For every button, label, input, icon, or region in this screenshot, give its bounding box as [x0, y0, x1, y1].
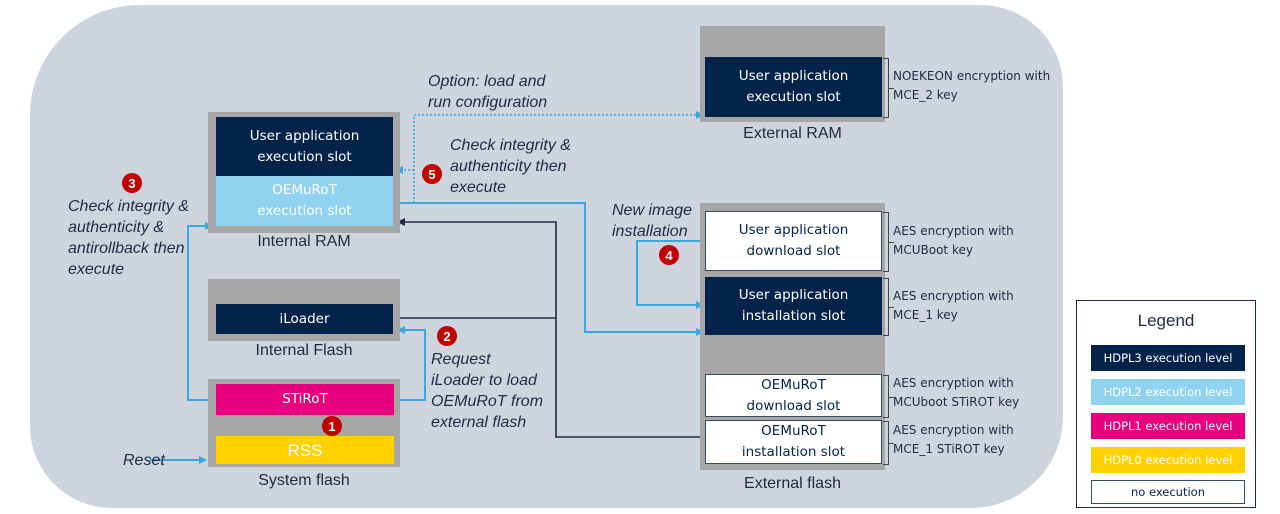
- arrow-option-external-ram: [413, 111, 704, 203]
- encryption-note-external-ram: NOEKEON encryption with MCE_2 key: [893, 69, 1051, 102]
- brace-user-install: [883, 278, 894, 336]
- arrow-stirot-to-iloader: [396, 326, 426, 401]
- legend-item-hdpl3: HDPL3 execution level: [1091, 345, 1245, 371]
- system-flash-label: System flash: [258, 472, 350, 489]
- step-badge-5: 5: [422, 164, 442, 184]
- iloader-slot: iLoader: [216, 304, 393, 334]
- legend: Legend HDPL3 execution level HDPL2 execu…: [1076, 300, 1256, 508]
- brace-oemurot-install: [883, 421, 894, 465]
- legend-item-no-execution: no execution: [1091, 480, 1245, 504]
- step-5-note: Check integrity & authenticity then exec…: [450, 137, 571, 196]
- internal-ram-user-exec-slot: User application execution slot: [216, 117, 393, 176]
- internal-ram-oemurot-exec-slot: OEMuRoT execution slot: [216, 176, 393, 226]
- step-3-note: Check integrity & authenticity & antirol…: [68, 198, 189, 278]
- oemurot-installation-slot: OEMuRoT installation slot: [705, 420, 882, 464]
- user-app-download-slot: User application download slot: [705, 211, 882, 271]
- arrow-stirot-to-oemurot: [187, 222, 216, 401]
- oemurot-download-slot: OEMuRoT download slot: [705, 374, 882, 417]
- line-oemurot-install-to-ram: [397, 218, 705, 438]
- legend-item-hdpl0: HDPL0 execution level: [1091, 447, 1245, 473]
- internal-ram-label: Internal RAM: [257, 233, 351, 250]
- step-badge-2: 2: [437, 326, 457, 346]
- stirot-slot: STiRoT: [216, 384, 394, 415]
- option-note: Option: load and run configuration: [428, 73, 548, 111]
- step-badge-3: 3: [122, 173, 142, 193]
- brace-user-download: [883, 212, 894, 272]
- arrow-oemurot-to-user-install: [393, 202, 704, 336]
- brace-oemurot-download: [883, 375, 894, 418]
- external-ram-user-exec-slot: User application execution slot: [705, 57, 882, 117]
- encryption-note-user-download: AES encryption with MCUBoot key: [893, 224, 1014, 257]
- legend-item-hdpl2: HDPL2 execution level: [1091, 379, 1245, 405]
- step-badge-4: 4: [659, 245, 679, 265]
- encryption-note-oemurot-download: AES encryption with MCUboot STiROT key: [893, 376, 1020, 409]
- rss-slot: RSS: [216, 436, 394, 464]
- step-badge-1: 1: [322, 416, 342, 436]
- arrow-download-to-install: [636, 240, 705, 309]
- legend-title: Legend: [1137, 311, 1195, 330]
- external-ram-label: External RAM: [743, 125, 842, 142]
- external-flash-label: External flash: [744, 475, 841, 492]
- brace-external-ram-slot: [883, 58, 894, 118]
- step-2-note: Request iLoader to load OEMuRoT from ext…: [431, 351, 544, 431]
- internal-flash-label: Internal Flash: [255, 342, 353, 359]
- reset-note: Reset: [123, 452, 165, 469]
- legend-item-hdpl1: HDPL1 execution level: [1091, 413, 1245, 439]
- encryption-note-oemurot-install: AES encryption with MCE_1 STiROT key: [893, 423, 1014, 456]
- encryption-note-user-install: AES encryption with MCE_1 key: [893, 289, 1014, 322]
- step-4-note: New image installation: [612, 202, 693, 240]
- user-app-installation-slot: User application installation slot: [705, 277, 882, 335]
